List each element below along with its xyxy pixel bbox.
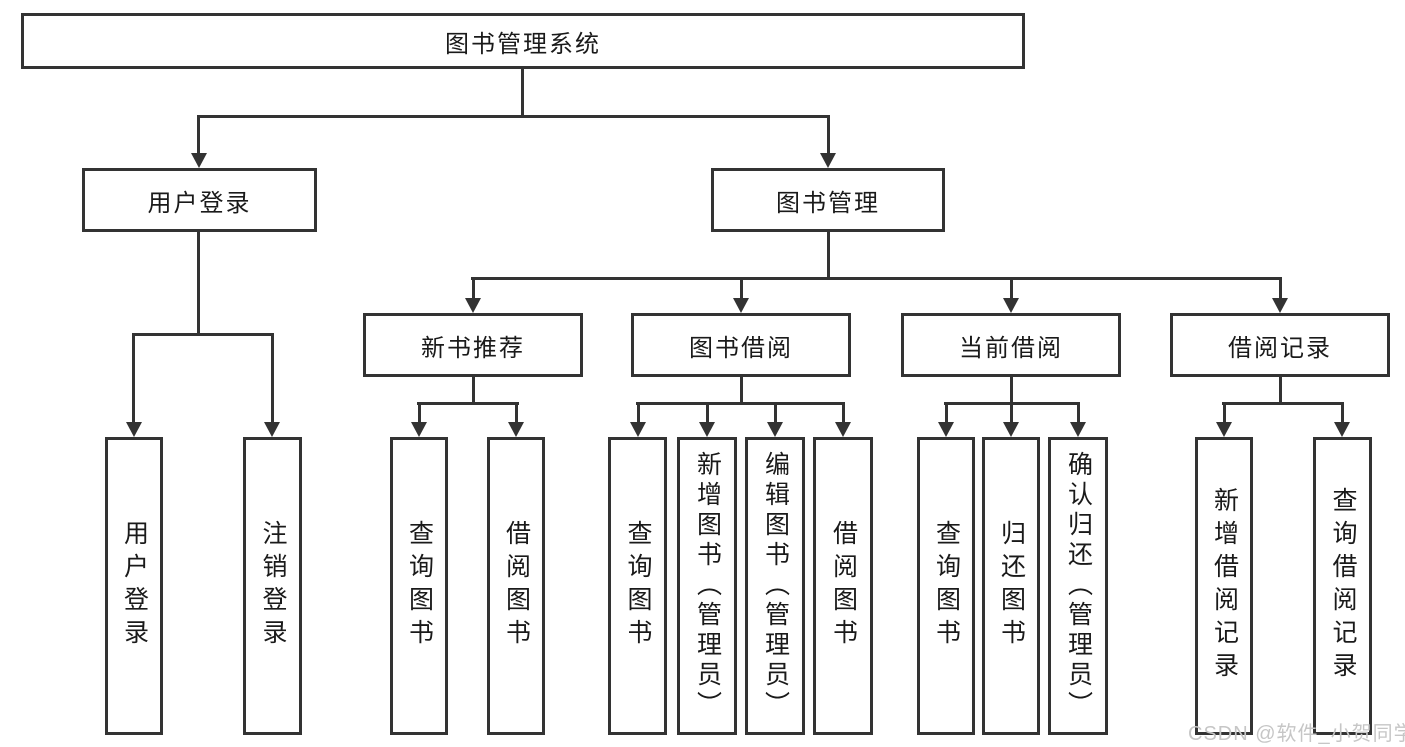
arrowhead-to-bb-add bbox=[699, 422, 715, 437]
node-root-library-management-system: 图书管理系统 bbox=[21, 13, 1025, 69]
arrowhead-to-cb-return bbox=[1003, 422, 1019, 437]
connector-borrowing-records-branch bbox=[1222, 402, 1344, 405]
leaf-bb-query-books: 查询图书 bbox=[608, 437, 667, 735]
node-book-borrowing: 图书借阅 bbox=[631, 313, 851, 377]
arrowhead-to-book-management bbox=[820, 153, 836, 168]
leaf-label: 用户登录 bbox=[120, 520, 149, 652]
connector-drop-book-borrowing bbox=[740, 277, 743, 298]
connector-drop-bb-query bbox=[637, 402, 640, 422]
leaf-cb-query-books: 查询图书 bbox=[917, 437, 975, 735]
arrowhead-to-br-add bbox=[1216, 422, 1232, 437]
connector-drop-book-management bbox=[827, 115, 830, 153]
leaf-label: 借阅图书 bbox=[502, 520, 531, 652]
arrowhead-to-leaf-login bbox=[126, 422, 142, 437]
arrowhead-to-leaf-logout bbox=[264, 422, 280, 437]
leaf-br-query-record: 查询借阅记录 bbox=[1313, 437, 1372, 735]
connector-drop-nbr-query bbox=[418, 402, 421, 422]
leaf-label: 确认归还（管理员） bbox=[1064, 451, 1093, 721]
connector-drop-leaf-logout bbox=[271, 333, 274, 422]
leaf-label: 查询图书 bbox=[405, 520, 434, 652]
leaf-label: 归还图书 bbox=[997, 520, 1026, 652]
connector-drop-br-add bbox=[1223, 402, 1226, 422]
leaf-bb-edit-books-admin: 编辑图书（管理员） bbox=[745, 437, 805, 735]
connector-drop-bb-borrow bbox=[842, 402, 845, 422]
connector-current-borrowing-stem bbox=[1010, 377, 1013, 404]
connector-drop-cb-return bbox=[1010, 402, 1013, 422]
leaf-label: 查询图书 bbox=[624, 520, 652, 652]
leaf-logout: 注销登录 bbox=[243, 437, 302, 735]
arrowhead-to-current-borrowing bbox=[1003, 298, 1019, 313]
arrowhead-to-borrowing-records bbox=[1272, 298, 1288, 313]
connector-drop-user-login bbox=[197, 115, 200, 153]
connector-mgmt-branch bbox=[471, 277, 1282, 280]
leaf-user-login: 用户登录 bbox=[105, 437, 163, 735]
leaf-bb-borrow-books: 借阅图书 bbox=[813, 437, 873, 735]
leaf-cb-confirm-return-admin: 确认归还（管理员） bbox=[1048, 437, 1108, 735]
connector-borrowing-records-stem bbox=[1279, 377, 1282, 404]
connector-drop-bb-edit bbox=[774, 402, 777, 422]
connector-root-stem bbox=[521, 69, 524, 117]
connector-drop-nbr-borrow bbox=[515, 402, 518, 422]
leaf-label: 编辑图书（管理员） bbox=[761, 451, 790, 721]
leaf-label: 查询图书 bbox=[932, 520, 961, 652]
arrowhead-to-bb-edit bbox=[767, 422, 783, 437]
arrowhead-to-book-borrowing bbox=[733, 298, 749, 313]
leaf-cb-return-books: 归还图书 bbox=[982, 437, 1040, 735]
connector-drop-current-borrowing bbox=[1010, 277, 1013, 298]
leaf-bb-add-books-admin: 新增图书（管理员） bbox=[677, 437, 737, 735]
connector-book-borrowing-branch bbox=[636, 402, 845, 405]
arrowhead-to-nbr-query bbox=[411, 422, 427, 437]
arrowhead-to-cb-query bbox=[938, 422, 954, 437]
connector-new-book-branch bbox=[417, 402, 519, 405]
node-new-book-recommendation: 新书推荐 bbox=[363, 313, 583, 377]
arrowhead-to-nbr-borrow bbox=[508, 422, 524, 437]
arrowhead-to-user-login bbox=[191, 153, 207, 168]
connector-login-stem bbox=[197, 232, 200, 335]
connector-drop-cb-confirm bbox=[1077, 402, 1080, 422]
leaf-nbr-query-books: 查询图书 bbox=[390, 437, 448, 735]
connector-mgmt-stem bbox=[827, 232, 830, 279]
leaf-label: 查询借阅记录 bbox=[1329, 487, 1357, 685]
leaf-label: 借阅图书 bbox=[829, 520, 858, 652]
connector-drop-br-query bbox=[1341, 402, 1344, 422]
leaf-label: 新增图书（管理员） bbox=[693, 451, 722, 721]
connector-new-book-stem bbox=[472, 377, 475, 404]
node-borrowing-records: 借阅记录 bbox=[1170, 313, 1390, 377]
node-current-borrowing: 当前借阅 bbox=[901, 313, 1121, 377]
connector-drop-bb-add bbox=[706, 402, 709, 422]
connector-drop-borrowing-records bbox=[1279, 277, 1282, 298]
arrowhead-to-new-book bbox=[465, 298, 481, 313]
csdn-watermark: CSDN @软件_小贺同学 bbox=[1188, 723, 1405, 745]
connector-drop-leaf-login bbox=[132, 333, 135, 422]
leaf-br-add-record: 新增借阅记录 bbox=[1195, 437, 1253, 735]
connector-drop-cb-query bbox=[945, 402, 948, 422]
connector-book-borrowing-stem bbox=[740, 377, 743, 404]
arrowhead-to-cb-confirm bbox=[1070, 422, 1086, 437]
connector-login-branch bbox=[132, 333, 274, 336]
connector-drop-new-book bbox=[472, 277, 475, 298]
arrowhead-to-bb-borrow bbox=[835, 422, 851, 437]
node-user-login: 用户登录 bbox=[82, 168, 317, 232]
node-book-management: 图书管理 bbox=[711, 168, 945, 232]
leaf-nbr-borrow-books: 借阅图书 bbox=[487, 437, 545, 735]
leaf-label: 新增借阅记录 bbox=[1210, 487, 1239, 685]
arrowhead-to-bb-query bbox=[630, 422, 646, 437]
leaf-label: 注销登录 bbox=[259, 520, 287, 652]
arrowhead-to-br-query bbox=[1334, 422, 1350, 437]
connector-root-branch bbox=[197, 115, 830, 118]
